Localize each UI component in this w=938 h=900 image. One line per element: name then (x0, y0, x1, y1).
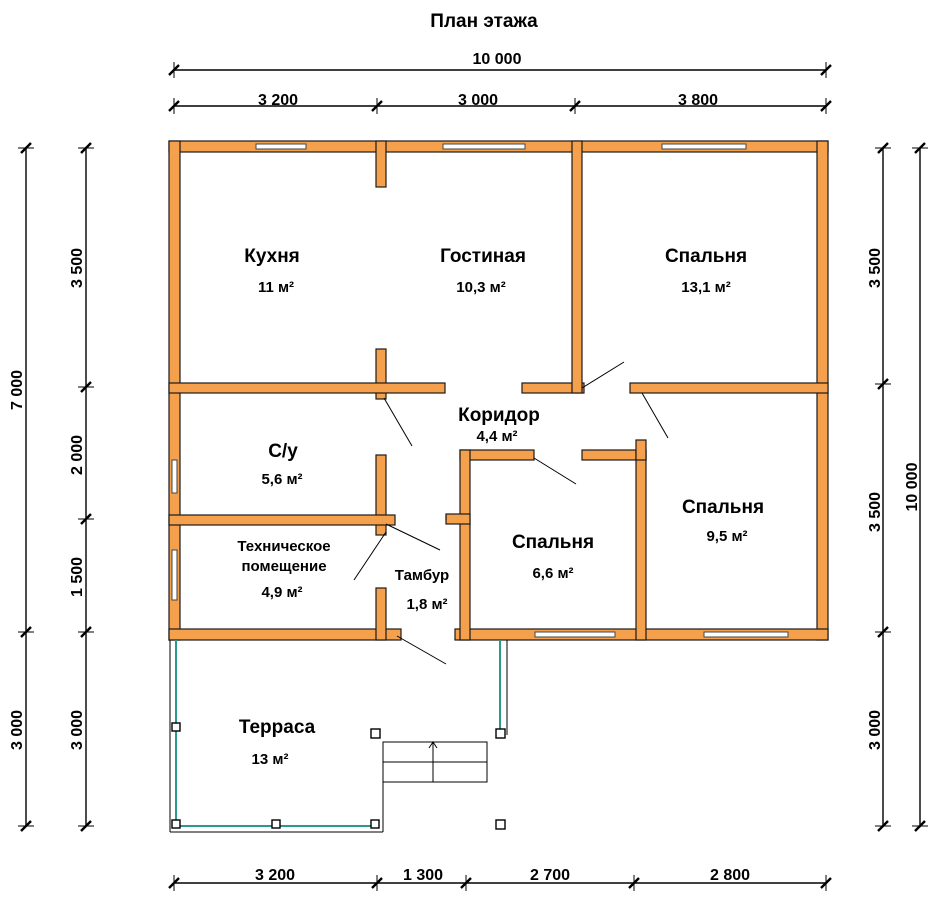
room-terrace-name: Терраса (239, 717, 316, 738)
room-kitchen-name: Кухня (244, 246, 300, 267)
room-bedroom-3: Спальня 9,5 м² (682, 497, 764, 545)
room-tech-area: 4,9 м² (261, 584, 302, 601)
dim-left-outer-1: 7 000 (9, 370, 26, 410)
dim-bottom-4: 2 800 (710, 867, 750, 884)
room-bedroom-2-name: Спальня (512, 532, 594, 553)
plan-title: План этажа (430, 11, 538, 32)
dim-left-outer-2: 3 000 (9, 710, 26, 750)
room-bedroom-1: Спальня 13,1 м² (665, 246, 747, 296)
room-tech-name-1: Техническое (237, 538, 330, 555)
room-living-area: 10,3 м² (456, 279, 505, 296)
dim-bottom-1: 3 200 (255, 867, 295, 884)
room-wc: С/у 5,6 м² (261, 441, 302, 488)
room-corridor: Коридор 4,4 м² (458, 405, 540, 445)
dim-bottom-3: 2 700 (530, 867, 570, 884)
right-dimensions: 3 500 3 500 3 000 10 000 (867, 142, 928, 832)
room-terrace-area: 13 м² (252, 751, 289, 768)
dim-right-inner-3: 3 000 (867, 710, 884, 750)
dim-top-1: 3 200 (258, 92, 298, 109)
room-wc-area: 5,6 м² (261, 471, 302, 488)
dim-right-outer: 10 000 (904, 462, 921, 511)
door-swings (353, 361, 669, 665)
terrace (169, 640, 508, 833)
dim-left-inner-4: 3 000 (69, 710, 86, 750)
room-tech: Техническое помещение 4,9 м² (237, 538, 330, 601)
room-bedroom-1-name: Спальня (665, 246, 747, 267)
dim-right-inner-1: 3 500 (867, 248, 884, 288)
room-living: Гостиная 10,3 м² (440, 246, 526, 296)
bottom-dimensions: 3 200 1 300 2 700 2 800 (168, 867, 832, 891)
room-bedroom-1-area: 13,1 м² (681, 279, 730, 296)
walls (168, 140, 829, 641)
room-tambur: Тамбур 1,8 м² (395, 567, 449, 613)
room-living-name: Гостиная (440, 246, 526, 267)
top-dimensions: 10 000 3 200 3 000 3 800 (168, 51, 832, 114)
dim-left-inner-1: 3 500 (69, 248, 86, 288)
room-bedroom-2: Спальня 6,6 м² (512, 532, 594, 582)
dim-left-inner-2: 2 000 (69, 435, 86, 475)
room-terrace: Терраса 13 м² (239, 717, 316, 768)
dim-right-inner-2: 3 500 (867, 492, 884, 532)
room-bedroom-3-name: Спальня (682, 497, 764, 518)
room-corridor-name: Коридор (458, 405, 540, 426)
room-kitchen: Кухня 11 м² (244, 246, 300, 296)
left-dimensions: 7 000 3 000 3 500 2 000 1 500 3 000 (9, 142, 94, 832)
dim-bottom-2: 1 300 (403, 867, 443, 884)
room-tambur-area: 1,8 м² (406, 596, 447, 613)
dim-top-2: 3 000 (458, 92, 498, 109)
room-kitchen-area: 11 м² (258, 279, 294, 296)
room-tech-name-2: помещение (241, 558, 326, 575)
room-tambur-name: Тамбур (395, 567, 449, 584)
room-corridor-area: 4,4 м² (476, 428, 517, 445)
room-bedroom-3-area: 9,5 м² (706, 528, 747, 545)
room-bedroom-2-area: 6,6 м² (532, 565, 573, 582)
dim-top-total: 10 000 (473, 51, 522, 68)
dim-top-3: 3 800 (678, 92, 718, 109)
dim-left-inner-3: 1 500 (69, 557, 86, 597)
room-wc-name: С/у (268, 441, 298, 462)
